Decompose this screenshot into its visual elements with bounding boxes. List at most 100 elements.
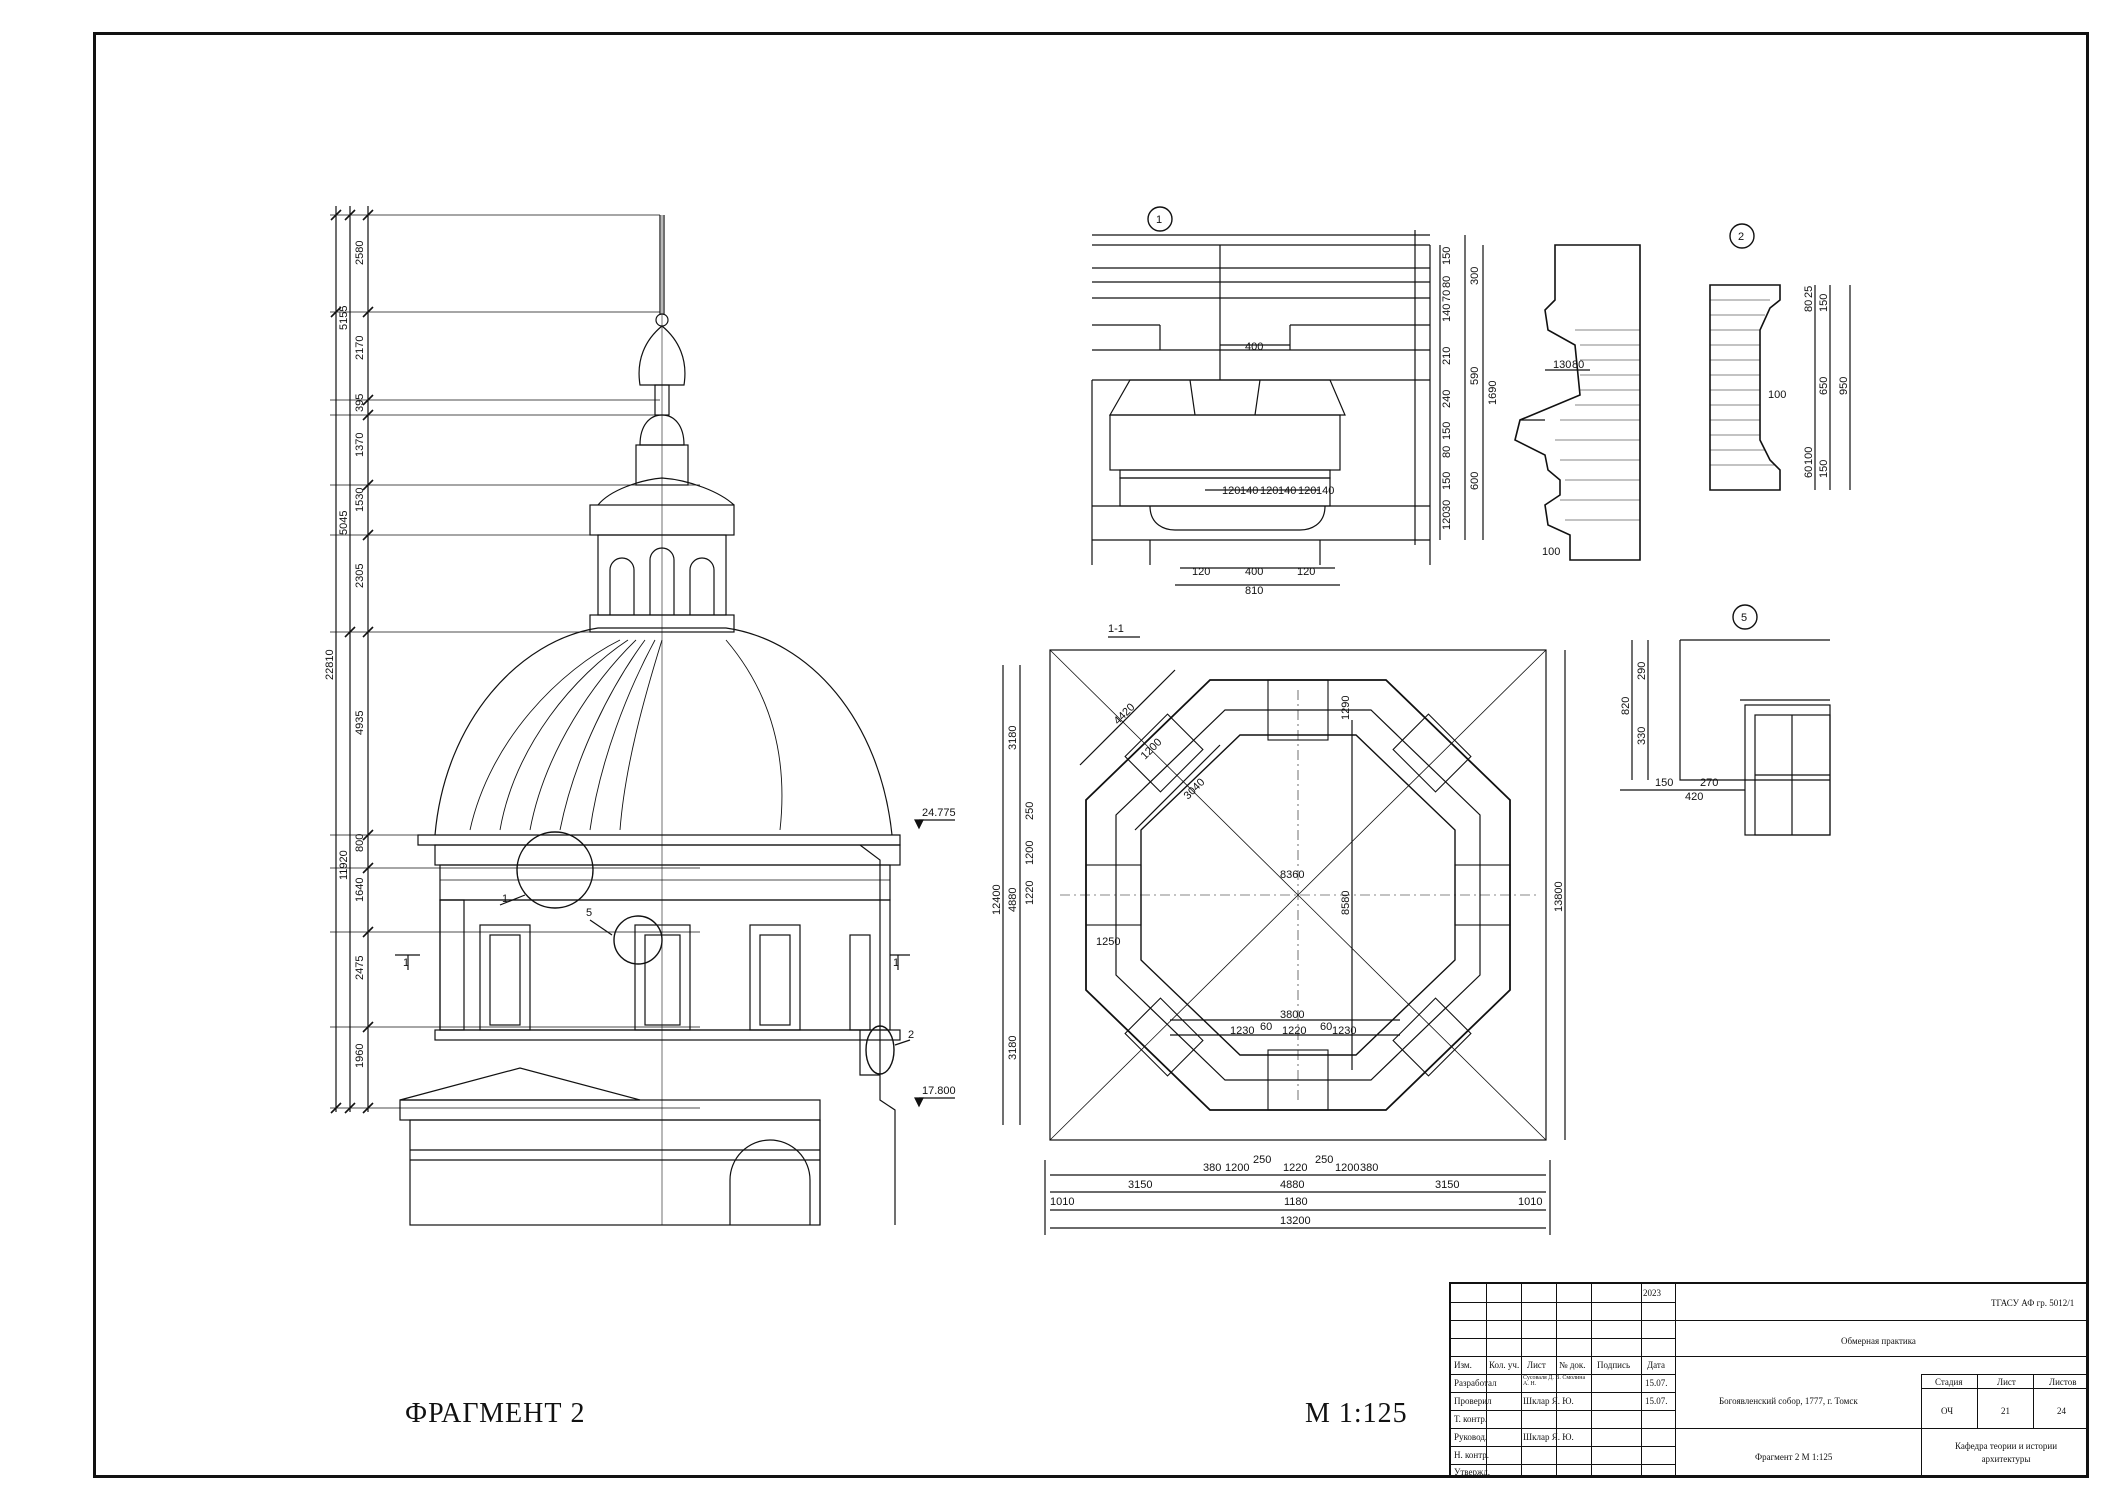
tb-sheets: 24 <box>2057 1406 2066 1416</box>
plan-dim: 3800 <box>1280 1009 1304 1021</box>
tb-sheet-label: Лист <box>1997 1377 2016 1387</box>
d1-dim: 150 <box>1441 472 1453 490</box>
tb-header: Кол. уч. <box>1489 1360 1520 1370</box>
d1-dim: 80 <box>1441 276 1453 288</box>
plan-dim: 1220 <box>1024 881 1036 905</box>
tb-practice: Обмерная практика <box>1841 1336 1916 1346</box>
tb-role: Н. контр. <box>1454 1450 1490 1460</box>
plan-bottom-dim: 1200 <box>1335 1162 1359 1174</box>
callout-label: 1 <box>502 893 508 905</box>
plan-bottom-dim: 250 <box>1253 1154 1271 1166</box>
elev-dim: 5155 <box>338 306 350 330</box>
tb-role: Проверил <box>1454 1396 1492 1406</box>
plan-dim: 4880 <box>1007 888 1019 912</box>
d1-dim: 140 <box>1316 485 1334 497</box>
tb-stage-label: Стадия <box>1935 1377 1963 1387</box>
tb-department: Кафедра теории и истории архитектуры <box>1954 1441 2058 1464</box>
d5-dim: 420 <box>1685 791 1703 803</box>
level-mark: 24.775 <box>922 807 956 819</box>
elev-dim: 22810 <box>324 649 336 680</box>
plan-bottom-total: 13200 <box>1280 1215 1311 1227</box>
d2-dim: 80 <box>1803 300 1815 312</box>
plan-dim: 60 <box>1260 1021 1272 1033</box>
d1-dim: 120 <box>1297 566 1315 578</box>
d2-dim: 100 <box>1768 389 1786 401</box>
plan-dim: 13800 <box>1553 881 1565 912</box>
elev-dim: 4935 <box>354 711 366 735</box>
plan-bottom-dim: 380 <box>1203 1162 1221 1174</box>
d1-dim: 120 <box>1192 566 1210 578</box>
level-mark: 17.800 <box>922 1085 956 1097</box>
d1-dim: 400 <box>1245 566 1263 578</box>
title-block: 2023 ТГАСУ АФ гр. 5012/1 Обмерная практи… <box>1449 1282 2089 1478</box>
plan-dim: 1220 <box>1282 1025 1306 1037</box>
detail-badge: 1 <box>1156 214 1162 226</box>
d5-dim: 270 <box>1700 777 1718 789</box>
d1-dim: 120 <box>1441 512 1453 530</box>
d1-dim: 300 <box>1469 267 1481 285</box>
tb-header: Дата <box>1647 1360 1665 1370</box>
d1-dim: 400 <box>1245 341 1263 353</box>
d1-dim: 1690 <box>1487 381 1499 405</box>
tb-role: Разработал <box>1454 1378 1497 1388</box>
callout-label: 1 <box>893 957 899 969</box>
d5-dim: 290 <box>1636 662 1648 680</box>
elev-dim: 1640 <box>354 878 366 902</box>
tb-name: Сусоваля Д. В. Смолина А. Н. <box>1523 1375 1586 1387</box>
plan-bottom-dim: 250 <box>1315 1154 1333 1166</box>
callout-label: 5 <box>586 907 592 919</box>
plan-dim: 250 <box>1024 802 1036 820</box>
plan-dim: 1230 <box>1230 1025 1254 1037</box>
tb-name: Шклар Я. Ю. <box>1523 1432 1574 1442</box>
drawing-frame <box>93 32 2089 1478</box>
d2-dim: 150 <box>1818 460 1830 478</box>
elev-dim: 11920 <box>338 850 350 880</box>
d2-dim: 650 <box>1818 377 1830 395</box>
elev-dim: 395 <box>354 394 366 412</box>
tb-role: Утвержд. <box>1454 1467 1491 1477</box>
d1-dim: 140 <box>1278 485 1296 497</box>
plan-dim: 3180 <box>1007 726 1019 750</box>
d1-dim: 70 <box>1441 290 1453 302</box>
plan-bottom-dim: 3150 <box>1435 1179 1459 1191</box>
plan-dim: 1290 <box>1340 696 1352 720</box>
plan-dim: 1230 <box>1332 1025 1356 1037</box>
tb-name: Шклар Я. Ю. <box>1523 1396 1574 1406</box>
d2-dim: 950 <box>1838 377 1850 395</box>
detail-badge: 2 <box>1738 231 1744 243</box>
plan-dim: 8360 <box>1280 869 1304 881</box>
tb-header: Лист <box>1527 1360 1546 1370</box>
d1-dim: 120 <box>1298 485 1316 497</box>
d1-dim: 210 <box>1441 347 1453 365</box>
elev-dim: 5045 <box>338 511 350 535</box>
d1-dim: 600 <box>1469 472 1481 490</box>
elev-dim: 2580 <box>354 241 366 265</box>
plan-dim: 12400 <box>991 884 1003 915</box>
d1-dim: 140 <box>1441 304 1453 322</box>
plan-bottom-dim: 1010 <box>1518 1196 1542 1208</box>
elev-dim: 1530 <box>354 488 366 512</box>
d5-dim: 330 <box>1636 727 1648 745</box>
elev-dim: 2170 <box>354 336 366 360</box>
d5-dim: 820 <box>1620 697 1632 715</box>
d1-dim: 30 <box>1441 500 1453 512</box>
fragment-title: ФРАГМЕНТ 2 <box>405 1398 586 1429</box>
elev-dim: 1370 <box>354 433 366 457</box>
tb-stage: ОЧ <box>1941 1406 1954 1416</box>
tb-date: 15.07. <box>1645 1378 1668 1388</box>
d1-dim: 120 <box>1222 485 1240 497</box>
tb-role: Руковод. <box>1454 1432 1488 1442</box>
detail-badge: 5 <box>1741 612 1747 624</box>
d1-dim: 140 <box>1240 485 1258 497</box>
plan-bottom-dim: 380 <box>1360 1162 1378 1174</box>
plan-bottom-dim: 1180 <box>1284 1196 1308 1208</box>
detail-1-drawing <box>1091 206 1484 586</box>
detail-2-drawing <box>1709 223 1851 491</box>
d1-dim: 590 <box>1469 367 1481 385</box>
plan-dim: 4420 <box>1112 701 1138 727</box>
cornice-dim: 100 <box>1542 546 1560 558</box>
d1-dim: 150 <box>1441 247 1453 265</box>
tb-date: 15.07. <box>1645 1396 1668 1406</box>
tb-header: № док. <box>1559 1360 1586 1370</box>
